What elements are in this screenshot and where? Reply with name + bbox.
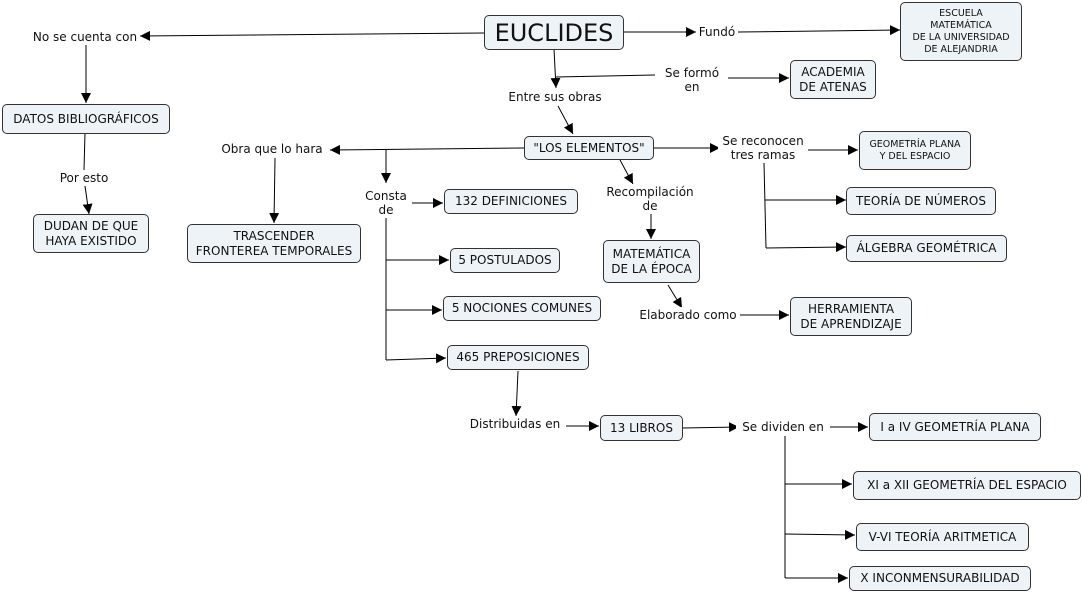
label-se-formo-en: Se formó en xyxy=(656,65,728,95)
node-herramienta-aprendizaje: HERRAMIENTA DE APRENDIZAJE xyxy=(790,297,912,336)
label-no-se-cuenta-con: No se cuenta con xyxy=(30,29,140,45)
label-recompilacion-de: Recompilación de xyxy=(602,184,698,214)
connector-entre-sus-obras-elementos xyxy=(557,105,574,135)
connector-matematica-elaborado xyxy=(667,284,683,309)
node-465-preposiciones: 465 PREPOSICIONES xyxy=(447,345,589,370)
connector-consta-preposiciones xyxy=(385,353,447,364)
node-i-iv-geometria-plana: I a IV GEOMETRÍA PLANA xyxy=(869,413,1041,441)
label-elaborado-como: Elaborado como xyxy=(636,307,740,323)
connector-fundo-escuela xyxy=(737,25,901,36)
node-geometria-plana-espacio: GEOMETRÍA PLANA Y DEL ESPACIO xyxy=(859,131,971,170)
node-datos-bibliograficos: DATOS BIBLIOGRÁFICOS xyxy=(2,104,170,134)
label-entre-sus-obras: Entre sus obras xyxy=(504,89,606,105)
node-13-libros: 13 LIBROS xyxy=(600,415,683,441)
connector-datos-por-esto xyxy=(83,132,86,171)
node-132-definiciones: 132 DEFINICIONES xyxy=(444,189,578,214)
node-teoria-numeros: TEORÍA DE NÚMEROS xyxy=(846,187,996,215)
label-obra-que-lo-hara: Obra que lo hara xyxy=(214,141,330,157)
label-se-dividen-en: Se dividen en xyxy=(736,419,830,435)
node-euclides: EUCLIDES xyxy=(484,15,624,50)
connector-por-esto-dudan xyxy=(82,185,93,215)
node-xi-xii-geometria-espacio: XI a XII GEOMETRÍA DEL ESPACIO xyxy=(853,471,1081,500)
label-consta-de: Consta de xyxy=(360,188,412,218)
connector-se-reconocen-algebra xyxy=(765,242,847,253)
node-escuela-matematica: ESCUELA MATEMÁTICA DE LA UNIVERSIDAD DE … xyxy=(900,2,1022,61)
connector-elementos-obra-que xyxy=(329,144,525,155)
node-academia-atenas: ACADEMIA DE ATENAS xyxy=(790,60,876,99)
label-por-esto: Por esto xyxy=(54,170,114,186)
label-distribuidas-en: Distribuidas en xyxy=(464,416,566,432)
connector-obra-que-trascender xyxy=(269,157,280,224)
connector-libros-se-dividen xyxy=(682,422,740,433)
node-dudan-existido: DUDAN DE QUE HAYA EXISTIDO xyxy=(33,214,149,253)
node-algebra-geometrica: ÁLGEBRA GEOMÉTRICA xyxy=(846,235,1007,262)
node-5-nociones: 5 NOCIONES COMUNES xyxy=(443,296,601,321)
node-v-vi-teoria-aritmetica: V-VI TEORÍA ARITMETICA xyxy=(856,523,1029,551)
node-los-elementos: "LOS ELEMENTOS" xyxy=(524,136,654,160)
connector-se-dividen-v-vi xyxy=(784,529,856,540)
label-fundo: Fundó xyxy=(696,24,738,40)
node-5-postulados: 5 POSTULADOS xyxy=(450,248,560,273)
label-se-reconocen-tres-ramas: Se reconocen tres ramas xyxy=(718,133,808,163)
connector-euclides-entre-sus-obras xyxy=(550,48,561,89)
connector-euclides-no-se-cuenta xyxy=(139,30,486,41)
node-x-inconmensurabilidad: X INCONMENSURABILIDAD xyxy=(849,566,1031,591)
connector-euclides-se-formo xyxy=(555,74,656,78)
connector-preposiciones-distribuidas xyxy=(511,370,522,417)
node-trascender: TRASCENDER FRONTEREA TEMPORALES xyxy=(187,224,361,263)
node-matematica-epoca: MATEMÁTICA DE LA ÉPOCA xyxy=(603,240,700,283)
connector-elementos-recompilacion xyxy=(619,159,634,185)
connector-se-reconocen-trunk xyxy=(763,162,767,249)
